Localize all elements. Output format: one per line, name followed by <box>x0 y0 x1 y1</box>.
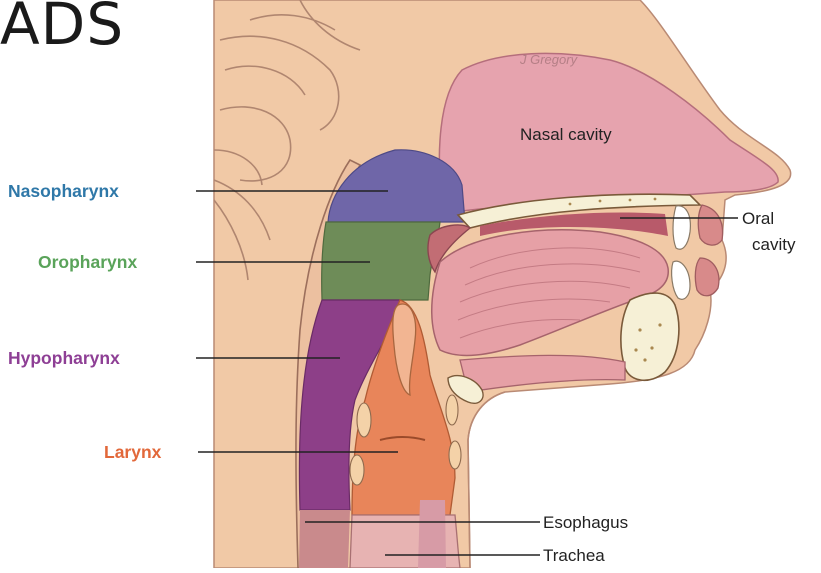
label-larynx: Larynx <box>104 442 162 462</box>
label-esophagus: Esophagus <box>543 513 628 532</box>
label-nasopharynx: Nasopharynx <box>8 181 119 201</box>
page-heading: ADS <box>0 0 124 60</box>
label-oral-cavity-line2: cavity <box>752 235 796 254</box>
label-nasal-cavity: Nasal cavity <box>520 125 612 144</box>
lower-pharynx-band <box>299 510 350 568</box>
artist-signature: J Gregory <box>519 52 579 67</box>
label-trachea: Trachea <box>543 546 605 565</box>
label-hypopharynx: Hypopharynx <box>8 348 120 368</box>
oropharynx-region <box>322 222 440 300</box>
label-oral-cavity-line1: Oral <box>742 209 774 228</box>
esophagus-tube <box>418 500 446 568</box>
label-oropharynx: Oropharynx <box>38 252 137 272</box>
